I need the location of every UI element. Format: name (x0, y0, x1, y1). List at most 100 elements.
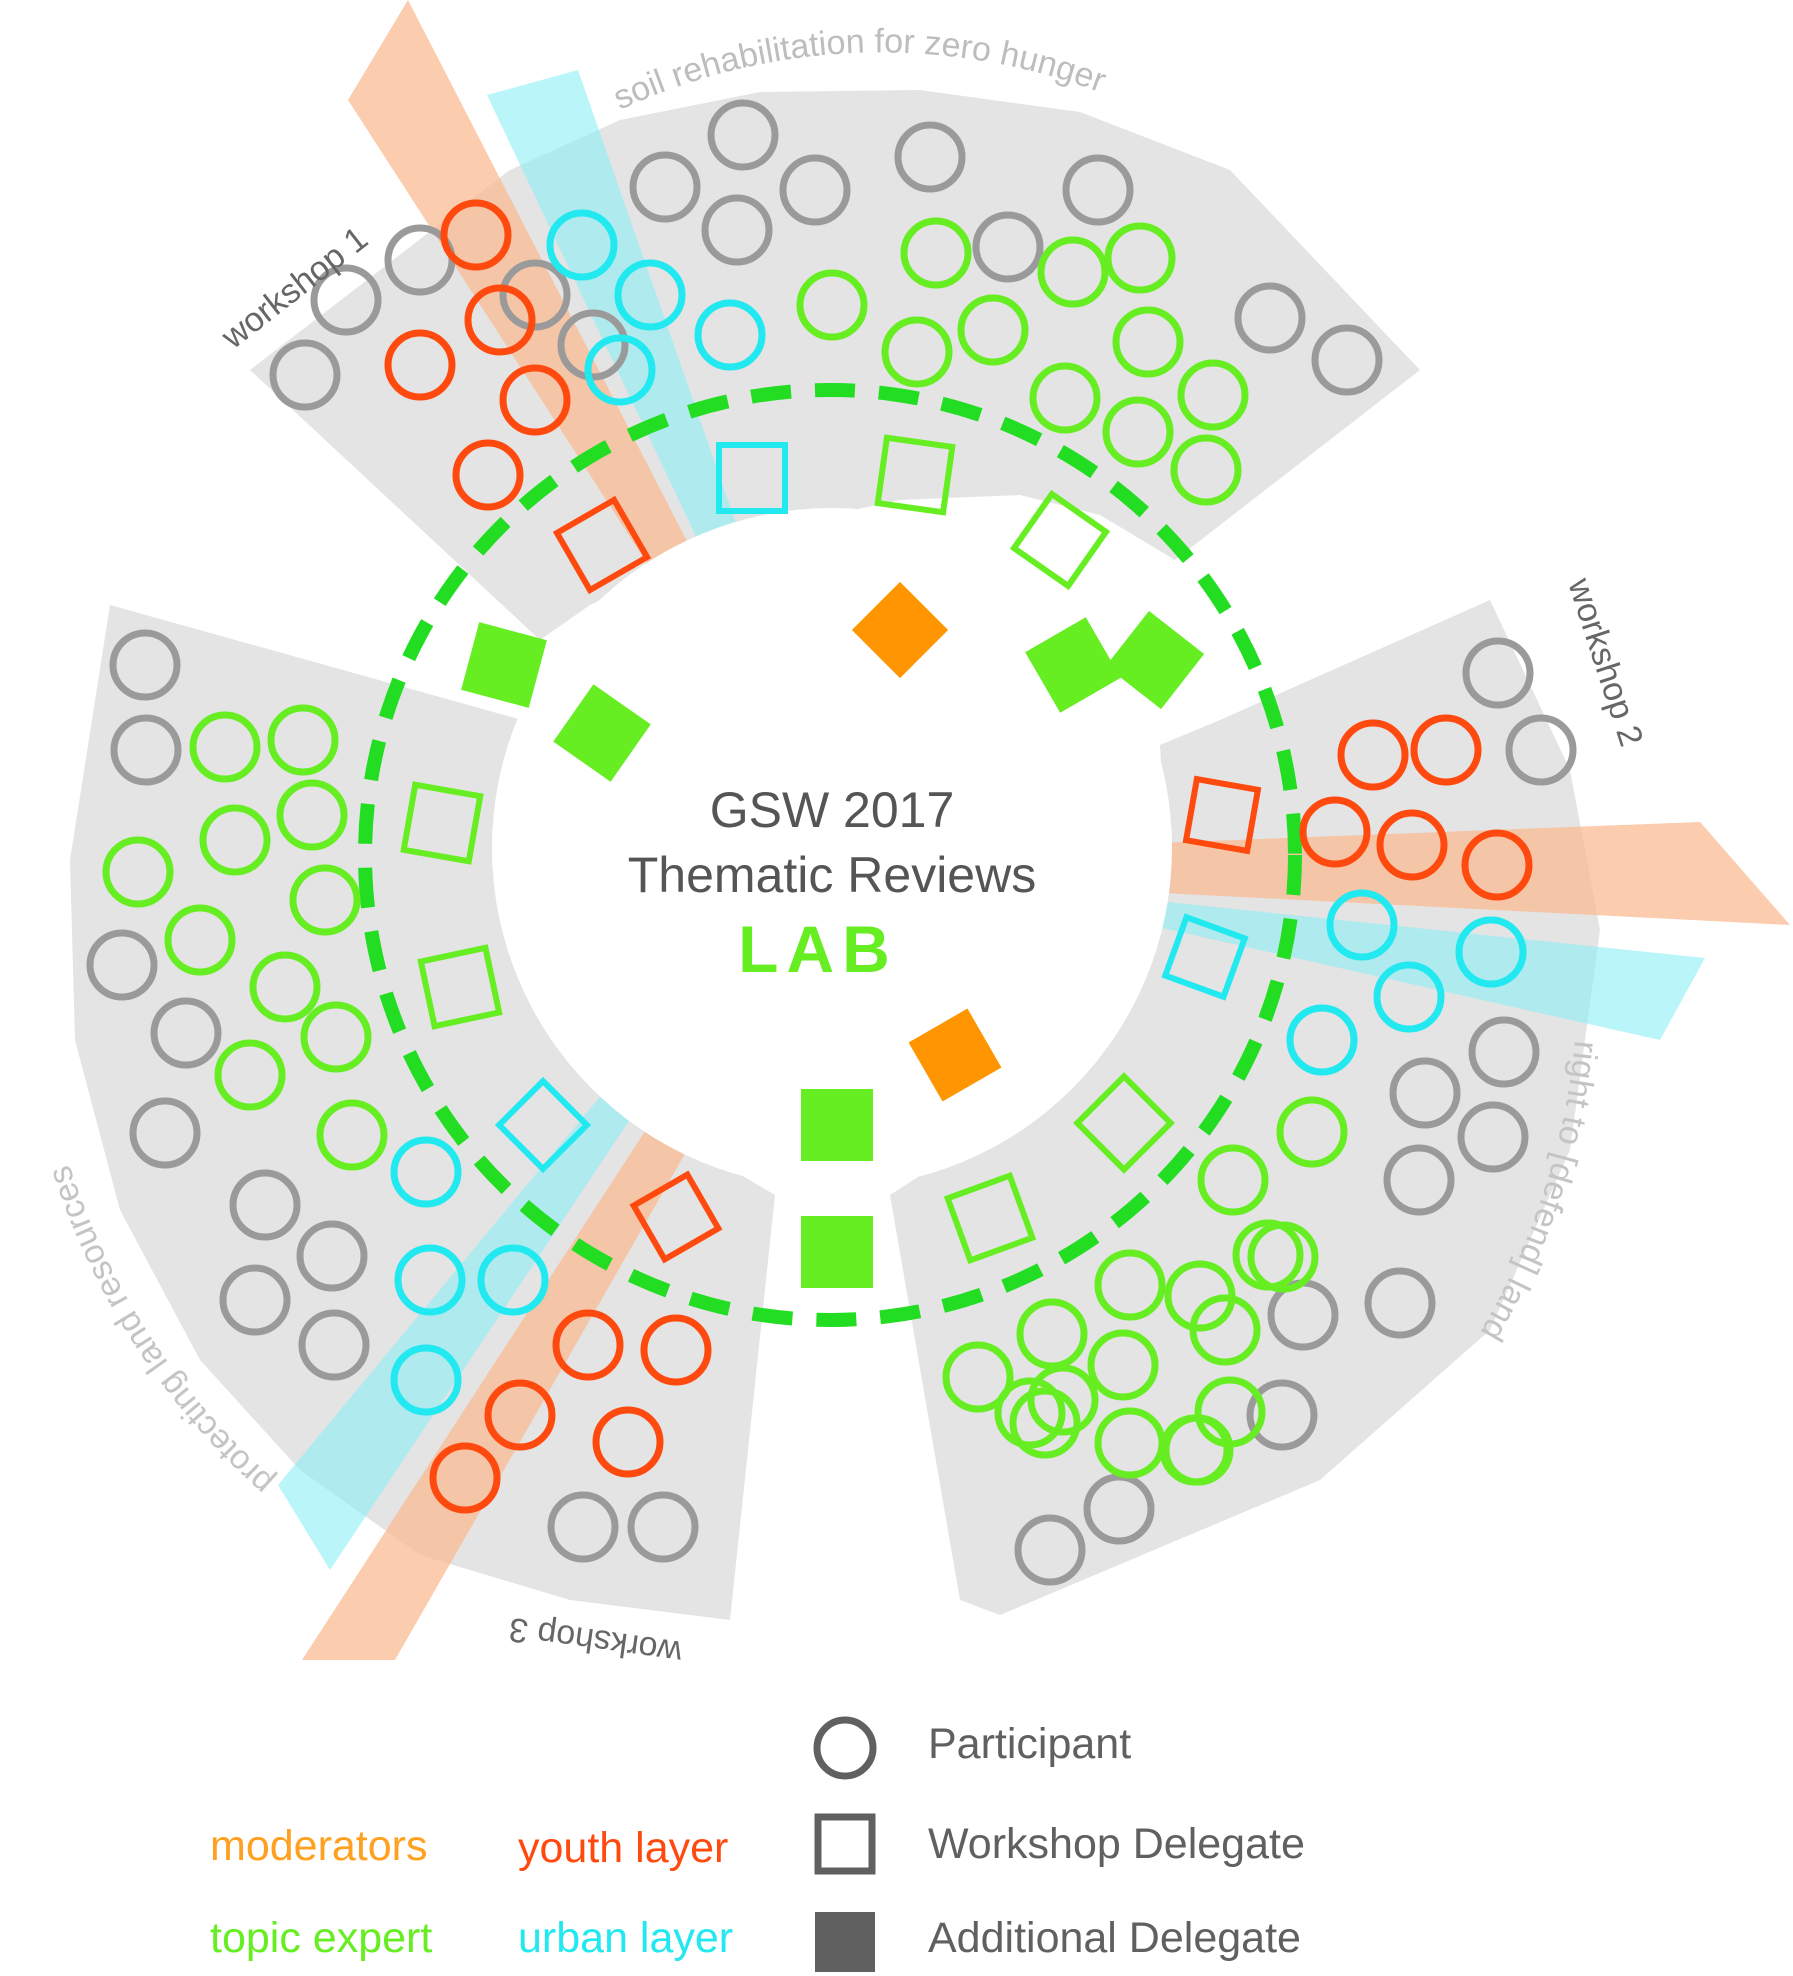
topic-expert-seat (214, 1039, 286, 1111)
participant-seat (547, 1491, 619, 1563)
topic-workshop-delegate (1009, 489, 1111, 591)
youth-layer-seat (452, 439, 524, 511)
urban-layer-seat (584, 334, 656, 406)
youth-layer-seat (429, 1442, 501, 1514)
participant-seat (150, 997, 222, 1069)
participant-seat (1383, 1144, 1455, 1216)
seat-circles (86, 99, 1577, 1586)
moderator (851, 581, 949, 679)
legend-topic-expert: topic expert (210, 1914, 432, 1962)
youth-workshop-delegate (1182, 775, 1262, 855)
topic-workshop-delegate (1073, 1072, 1175, 1174)
participant-seat (298, 1309, 370, 1381)
additional-delegate (801, 1089, 873, 1161)
moderator (908, 1008, 1002, 1102)
topic-expert-seat (1104, 222, 1176, 294)
urban-workshop-delegate (494, 1076, 592, 1174)
youth-workshop-delegate (629, 1170, 723, 1264)
topic-expert-seat (276, 779, 348, 851)
workshop-delegate-legend-icon (814, 1813, 876, 1875)
delegate-ring (358, 383, 1302, 1327)
urban-band-workshop-3 (278, 1022, 673, 1570)
participant-seat (219, 1264, 291, 1336)
youth-layer-seat (592, 1406, 664, 1478)
youth-band-workshop-2 (1105, 822, 1790, 925)
urban-workshop-delegate (716, 442, 788, 514)
urban-layer-seat (394, 1244, 466, 1316)
participant-seat (110, 714, 182, 786)
youth-layer-seat (484, 1379, 556, 1451)
legend-additional-delegate: Additional Delegate (928, 1914, 1301, 1962)
topic-expert-seat (1037, 236, 1109, 308)
topic-expert-seat (1189, 1294, 1261, 1366)
urban-layer-seat (390, 1344, 462, 1416)
topic-expert-seat (1170, 434, 1242, 506)
youth-band-workshop-1 (348, 0, 725, 630)
center-circle (492, 508, 1172, 1188)
additional-delegate (461, 622, 547, 708)
sector-workshop-3 (70, 605, 775, 1620)
workshop-2-label: workshop 2 (1560, 573, 1650, 751)
legend-youth-layer: youth layer (518, 1824, 728, 1872)
participant-seat (627, 1491, 699, 1563)
topic-expert-seat (1094, 1249, 1166, 1321)
legend-moderators: moderators (210, 1822, 427, 1870)
participant-seat (129, 1097, 201, 1169)
participant-seat (269, 339, 341, 411)
participant-seat (1364, 1267, 1436, 1339)
additional-delegate (1105, 610, 1205, 710)
participant-seat (1457, 1101, 1529, 1173)
participant-seat (1311, 324, 1383, 396)
participant-seat (972, 211, 1044, 283)
urban-layer-seat (477, 1244, 549, 1316)
topic-expert-seat (796, 269, 868, 341)
youth-layer-seat (1337, 719, 1409, 791)
participant-seat (557, 309, 629, 381)
urban-layer-seat (1326, 889, 1398, 961)
center-lab-word: LAB (738, 912, 898, 986)
topic-expert-seat (300, 1001, 372, 1073)
topic-expert-seat (1102, 396, 1174, 468)
legend-participant: Participant (928, 1720, 1131, 1768)
seat-squares (400, 434, 1262, 1288)
urban-layer-seat (1286, 1004, 1358, 1076)
additional-delegate (553, 684, 651, 782)
topic-workshop-delegate (400, 781, 484, 865)
legend-workshop-delegate: Workshop Delegate (928, 1820, 1305, 1868)
center-title-line1: GSW 2017 (710, 782, 955, 838)
workshop-3-label: workshop 3 (507, 1610, 685, 1672)
topic-expert-seat (994, 1377, 1066, 1449)
participant-seat (296, 1220, 368, 1292)
youth-band-workshop-3 (302, 1085, 710, 1660)
additional-delegate-legend-icon (815, 1912, 875, 1972)
participant-seat (894, 121, 966, 193)
topic-expert-seat (1276, 1096, 1348, 1168)
center-title-line2: Thematic Reviews (628, 847, 1036, 903)
topic-expert-seat (942, 1341, 1014, 1413)
topic-expert-seat (957, 294, 1029, 366)
participant-seat (1234, 282, 1306, 354)
topic-expert-seat (289, 864, 361, 936)
participant-seat (1389, 1057, 1461, 1129)
participant-seat (1468, 1016, 1540, 1088)
participant-seat (1505, 714, 1577, 786)
topic-expert-seat (102, 836, 174, 908)
youth-layer-seat (384, 329, 456, 401)
participant-seat (109, 629, 181, 701)
urban-layer-seat (614, 259, 686, 331)
topic-expert-seat (1162, 1414, 1234, 1486)
participant-seat (779, 154, 851, 226)
topic-expert-seat (1029, 362, 1101, 434)
youth-layer-seat (552, 1309, 624, 1381)
participant-seat (86, 929, 158, 1001)
topic-expert-seat (1027, 1364, 1099, 1436)
participant-seat (229, 1169, 301, 1241)
additional-delegate (1025, 617, 1121, 713)
participant-seat (701, 194, 773, 266)
additional-delegate (801, 1216, 873, 1288)
youth-layer-seat (464, 284, 536, 356)
youth-layer-seat (1299, 796, 1371, 868)
participant-seat (629, 151, 701, 223)
participant-seat (499, 259, 571, 331)
